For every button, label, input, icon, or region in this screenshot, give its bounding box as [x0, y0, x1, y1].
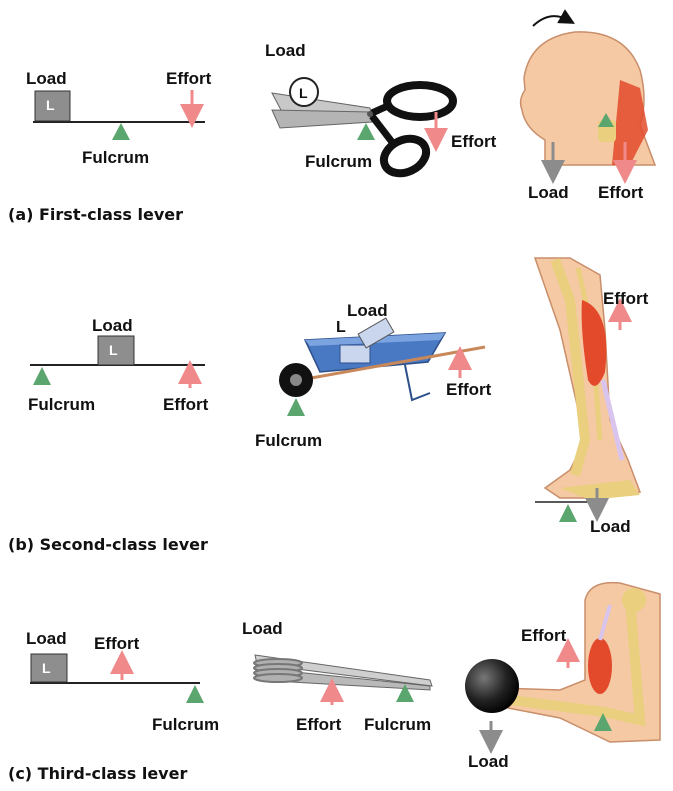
third-class-simple-lever — [30, 654, 204, 703]
coin-stack — [254, 659, 302, 682]
fulcrum-triangle — [357, 123, 375, 140]
load-label: Load — [528, 184, 569, 201]
load-box-letter: L — [42, 661, 51, 675]
fulcrum-triangle — [33, 367, 51, 385]
head-neck-illustration — [521, 16, 655, 172]
load-label: Load — [468, 753, 509, 770]
effort-label: Effort — [94, 635, 139, 652]
ball-load — [465, 659, 519, 713]
fulcrum-triangle — [559, 504, 577, 522]
arm-biceps-illustration — [465, 583, 660, 742]
fulcrum-label: Fulcrum — [255, 432, 322, 449]
effort-label: Effort — [521, 627, 566, 644]
fulcrum-label: Fulcrum — [152, 716, 219, 733]
load-box-letter: L — [109, 343, 118, 357]
load-label: Load — [242, 620, 283, 637]
effort-label: Effort — [603, 290, 648, 307]
rotation-arrow — [533, 16, 568, 26]
fulcrum-label: Fulcrum — [305, 153, 372, 170]
fulcrum-label: Fulcrum — [364, 716, 431, 733]
load-label: Load — [347, 302, 388, 319]
caption-first-class: (a) First-class lever — [8, 207, 183, 223]
effort-label: Effort — [446, 381, 491, 398]
load-label: Load — [590, 518, 631, 535]
first-class-simple-lever — [33, 90, 205, 140]
fulcrum-label: Fulcrum — [28, 396, 95, 413]
wheelbarrow-illustration — [279, 318, 485, 416]
fulcrum-triangle — [112, 123, 130, 140]
load-label: Load — [26, 70, 67, 87]
effort-label: Effort — [166, 70, 211, 87]
fulcrum-triangle — [186, 685, 204, 703]
load-letter: L — [336, 320, 346, 336]
load-label: Load — [265, 42, 306, 59]
effort-label: Effort — [598, 184, 643, 201]
biceps-muscle — [588, 638, 612, 694]
load-circle-letter: L — [299, 86, 308, 100]
fulcrum-triangle — [287, 398, 305, 416]
load-label: Load — [92, 317, 133, 334]
load-label: Load — [26, 630, 67, 647]
fulcrum-label: Fulcrum — [82, 149, 149, 166]
caption-second-class: (b) Second-class lever — [8, 537, 208, 553]
caption-third-class: (c) Third-class lever — [8, 766, 187, 782]
effort-label: Effort — [296, 716, 341, 733]
tongs-illustration — [254, 655, 432, 705]
effort-label: Effort — [451, 133, 496, 150]
load-box-letter: L — [46, 98, 55, 112]
effort-label: Effort — [163, 396, 208, 413]
